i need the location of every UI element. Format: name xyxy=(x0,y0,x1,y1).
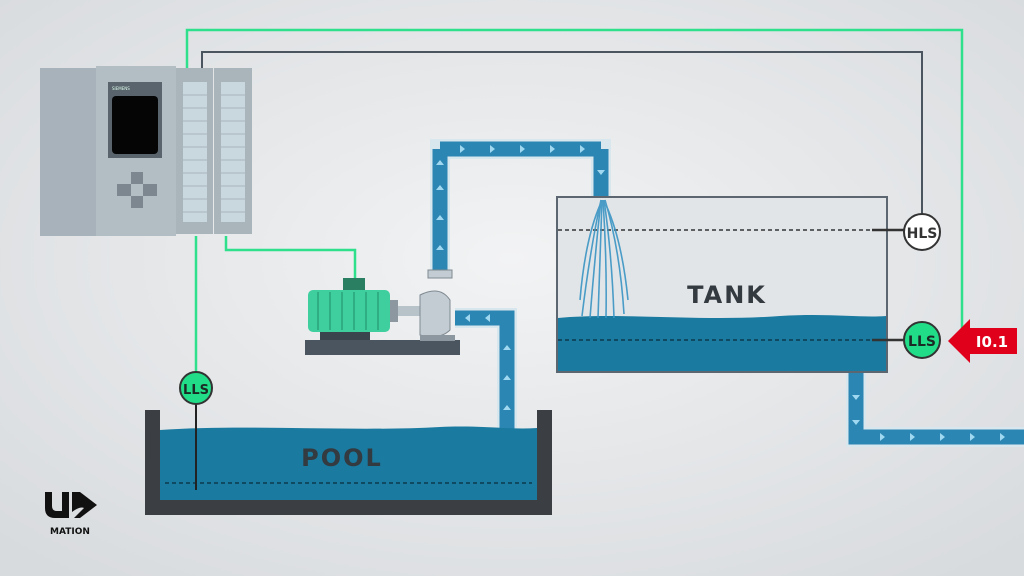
signal-wire-hls xyxy=(201,51,923,214)
plc-screen xyxy=(112,96,158,154)
input-tag-label: I0.1 xyxy=(976,333,1008,351)
tank-outlet-pipe xyxy=(846,372,1024,447)
high-level-switch: HLS xyxy=(903,213,941,251)
flow-arrows xyxy=(436,145,1005,441)
signal-wire-motor xyxy=(224,236,357,278)
plc-keypad xyxy=(117,172,157,208)
tank-label: TANK xyxy=(687,281,767,309)
motor-pump xyxy=(305,269,460,355)
water-spray xyxy=(579,199,629,319)
hls-label: HLS xyxy=(907,226,938,242)
pump xyxy=(419,290,451,338)
motor xyxy=(308,290,390,332)
input-indicator-arrow: I0.1 xyxy=(948,319,1017,363)
upmation-logo: MATION xyxy=(45,492,97,537)
pool-low-level-switch: LLS xyxy=(179,371,213,405)
plc-brand: SIEMENS xyxy=(112,86,130,91)
pool-label: POOL xyxy=(301,444,383,472)
plc: SIEMENS xyxy=(40,66,252,236)
pool-suction-pipe xyxy=(455,308,517,432)
pool: POOL xyxy=(145,404,552,515)
pool-walls xyxy=(145,410,552,515)
pool-water xyxy=(160,426,537,500)
tank-lls-label: LLS xyxy=(908,334,936,350)
tank-water xyxy=(558,315,886,371)
motor-terminal-box xyxy=(343,278,365,290)
tank: TANK xyxy=(556,196,904,373)
tank-low-level-switch: LLS xyxy=(903,321,941,359)
logo-text: MATION xyxy=(50,527,90,537)
pool-lls-label: LLS xyxy=(183,383,209,398)
